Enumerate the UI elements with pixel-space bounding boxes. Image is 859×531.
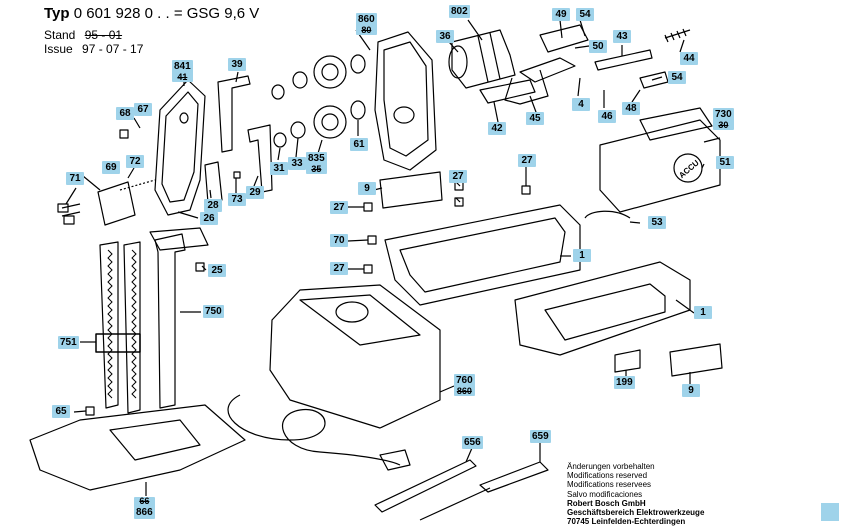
note-en: Modifications reserved	[567, 471, 648, 481]
callout-49: 49	[552, 8, 570, 21]
note-es: Salvo modificaciones	[567, 489, 643, 499]
callout-33: 33	[288, 157, 306, 170]
callout-25: 25	[208, 264, 226, 277]
type-heading: Typ 0 601 928 0 . . = GSG 9,6 V	[44, 5, 259, 22]
callout-54-lower: 54	[668, 71, 686, 84]
callout-69: 69	[102, 161, 120, 174]
callout-46: 46	[598, 110, 616, 123]
callout-61: 61	[350, 138, 368, 151]
issue-line: Issue 97 - 07 - 17	[44, 42, 143, 56]
callout-9-lower: 9	[682, 384, 700, 397]
callout-4: 4	[572, 98, 590, 111]
callout-70: 70	[330, 234, 348, 247]
callout-44: 44	[680, 52, 698, 65]
callout-71: 71	[66, 172, 84, 185]
callout-9: 9	[358, 182, 376, 195]
callout-53: 53	[648, 216, 666, 229]
callout-751: 751	[58, 336, 79, 349]
callout-27: 27	[518, 154, 536, 167]
callout-29: 29	[246, 186, 264, 199]
callout-1-upper: 1	[573, 249, 591, 262]
corner-marker	[821, 503, 839, 521]
callout-1-lower: 1	[694, 306, 712, 319]
company-name: Robert Bosch GmbH	[567, 498, 646, 508]
callout-43: 43	[613, 30, 631, 43]
issue-label: Issue	[44, 42, 73, 56]
callout-27-left: 27	[330, 201, 348, 214]
callout-67: 67	[134, 103, 152, 116]
callout-27-right: 27	[449, 170, 467, 183]
callout-659: 659	[530, 430, 551, 443]
type-label: Typ	[44, 5, 70, 22]
callout-51: 51	[716, 156, 734, 169]
callout-656: 656	[462, 436, 483, 449]
stand-line: Stand 95 - 01	[44, 28, 122, 42]
stand-label: Stand	[44, 28, 76, 42]
callout-31: 31	[270, 162, 288, 175]
callout-45: 45	[526, 112, 544, 125]
callout-50: 50	[589, 40, 607, 53]
company-division: Geschäftsbereich Elektrowerkzeuge	[567, 508, 705, 518]
callout-68: 68	[116, 107, 134, 120]
company-address: 70745 Leinfelden-Echterdingen	[567, 517, 686, 527]
callout-28: 28	[204, 199, 222, 212]
callout-54: 54	[576, 8, 594, 21]
callout-42: 42	[488, 122, 506, 135]
callout-48: 48	[622, 102, 640, 115]
callout-65: 65	[52, 405, 70, 418]
callout-72: 72	[126, 155, 144, 168]
callout-26: 26	[200, 212, 218, 225]
callout-36: 36	[436, 30, 454, 43]
stand-value: 95 - 01	[84, 28, 123, 42]
type-number: 0 601 928 0 . . = GSG 9,6 V	[73, 5, 260, 22]
note-fr: Modifications reservees	[567, 480, 652, 490]
callout-39: 39	[228, 58, 246, 71]
callout-73: 73	[228, 193, 246, 206]
revision-notes: Änderungen vorbehalten Modifications res…	[567, 462, 704, 526]
callout-27-lower: 27	[330, 262, 348, 275]
callout-802: 802	[449, 5, 470, 18]
issue-value: 97 - 07 - 17	[82, 42, 144, 56]
callout-199: 199	[614, 376, 635, 389]
callout-750: 750	[203, 305, 224, 318]
note-de: Änderungen vorbehalten	[567, 462, 655, 471]
